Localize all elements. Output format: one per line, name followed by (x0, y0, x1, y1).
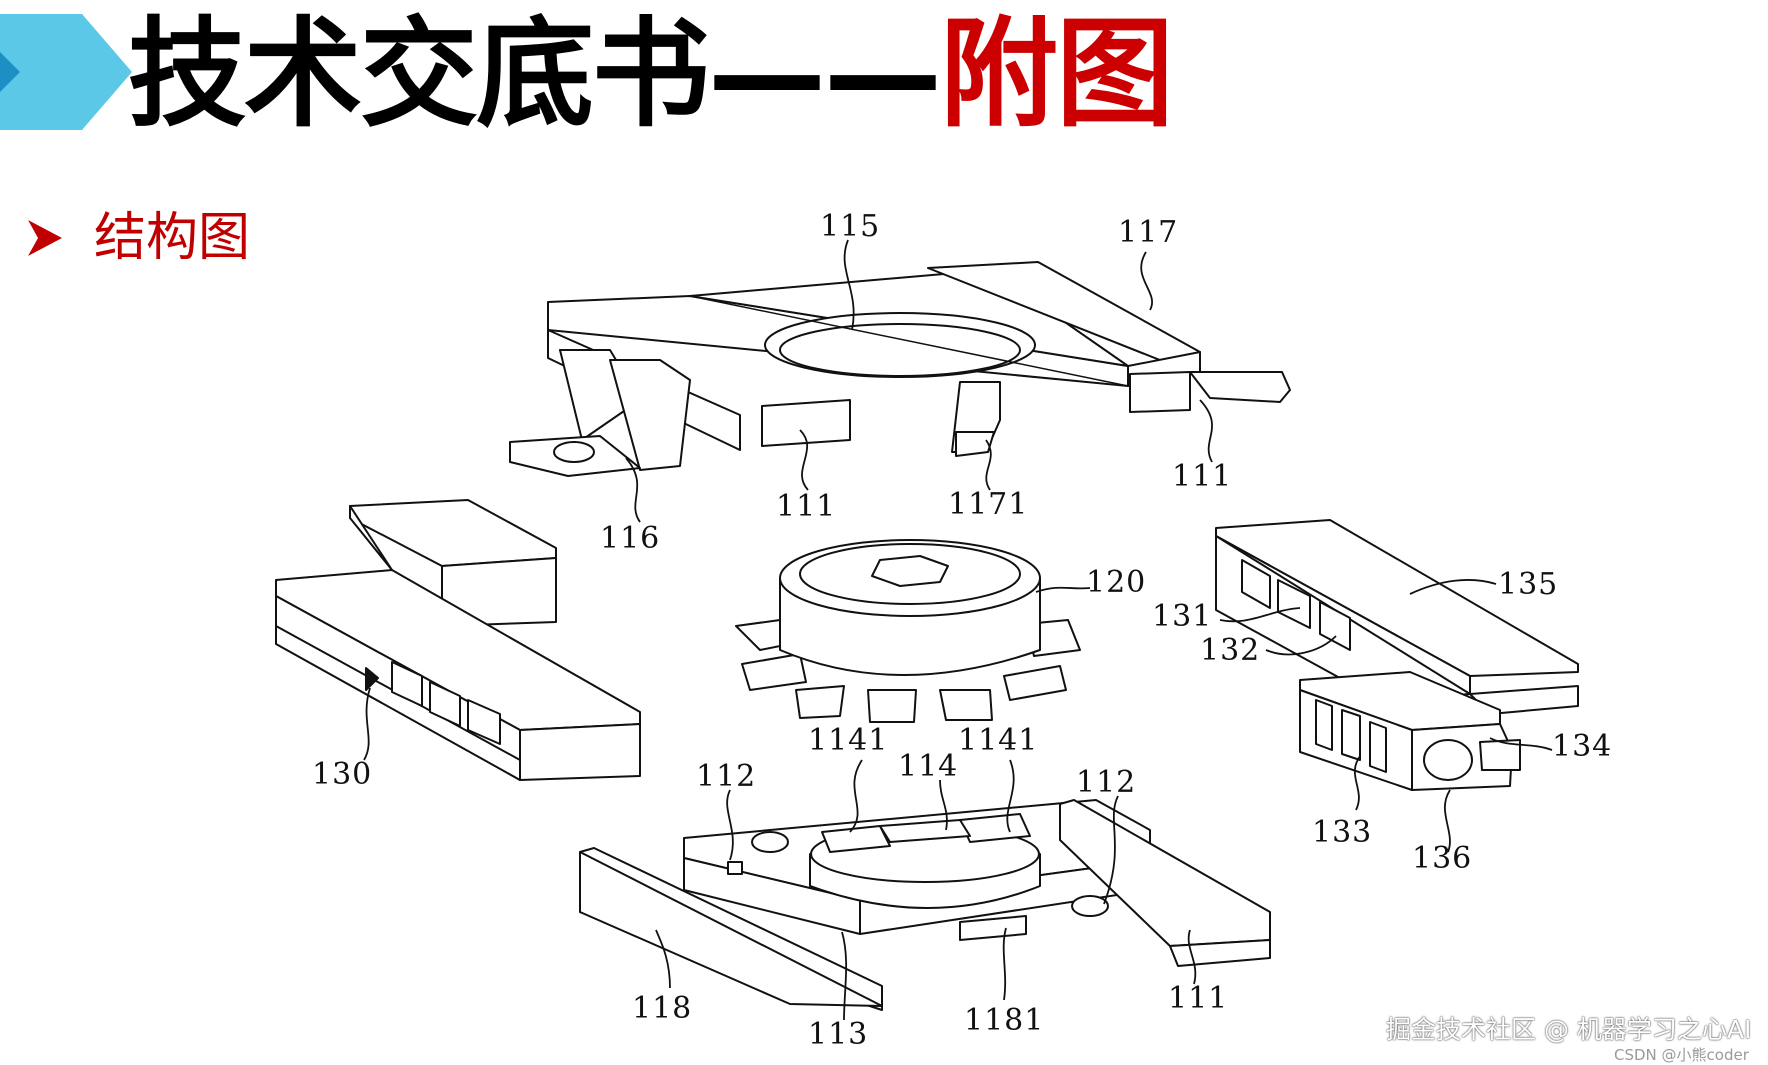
label-1141-b: 1141 (958, 723, 1038, 758)
right-slider-top-part (1215, 519, 1579, 715)
header-chevron-icon (0, 14, 132, 130)
label-131: 131 (1152, 599, 1212, 634)
gear-part (735, 539, 1081, 723)
label-111-a: 111 (776, 489, 836, 524)
label-136: 136 (1412, 841, 1472, 876)
label-135: 135 (1498, 567, 1558, 602)
arrow-bullet-icon (28, 220, 62, 256)
left-slider-part (275, 499, 641, 781)
label-1181: 1181 (964, 1003, 1044, 1038)
leader-lines (363, 239, 1553, 1021)
label-1141-a: 1141 (808, 723, 888, 758)
watermark-sub: CSDN @小熊coder (1614, 1046, 1749, 1064)
label-112-b: 112 (1076, 765, 1136, 800)
right-slider-block-part (1299, 671, 1521, 791)
label-134: 134 (1552, 729, 1612, 764)
label-120: 120 (1086, 565, 1146, 600)
page-title: 技术交底书——附图 (128, 4, 1174, 144)
label-111-b: 111 (1172, 459, 1232, 494)
label-1171: 1171 (948, 487, 1028, 522)
label-133: 133 (1312, 815, 1372, 850)
base-part (579, 799, 1271, 1011)
label-132: 132 (1200, 633, 1260, 668)
watermark-main: 掘金技术社区 @ 机器学习之心AI (1386, 1015, 1752, 1044)
label-113: 113 (808, 1017, 868, 1052)
label-117: 117 (1118, 215, 1178, 250)
section-label: 结构图 (94, 208, 251, 268)
label-111-c: 111 (1168, 981, 1228, 1016)
label-118: 118 (632, 991, 692, 1026)
page-title-accent: 附图 (940, 5, 1174, 143)
label-112-a: 112 (696, 759, 756, 794)
page-title-main: 技术交底书—— (128, 5, 942, 143)
section-heading: 结构图 (28, 208, 250, 268)
label-116: 116 (600, 521, 660, 556)
label-114: 114 (898, 749, 958, 784)
label-130: 130 (312, 757, 372, 792)
top-cover-part (509, 261, 1291, 477)
label-115: 115 (820, 209, 880, 244)
